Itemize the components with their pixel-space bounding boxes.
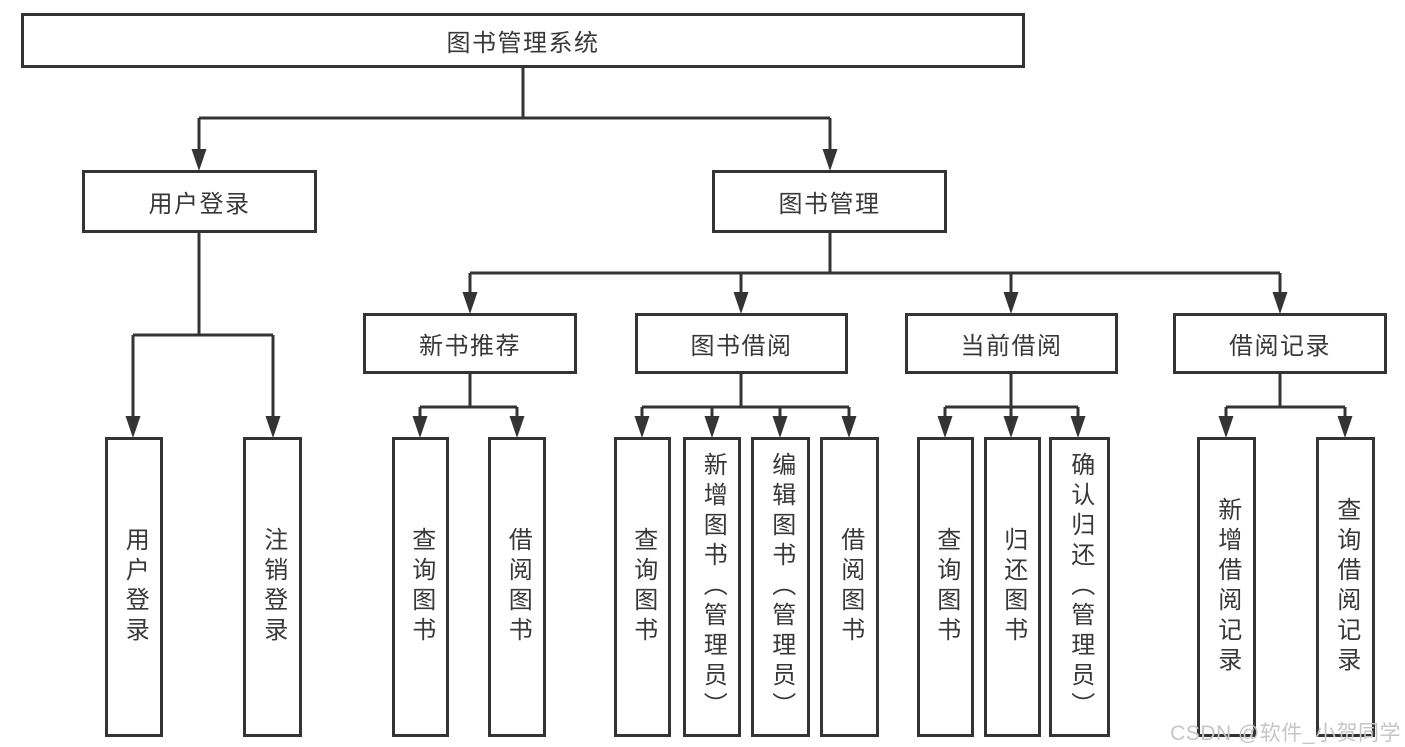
node-library-management-system: 图书管理系统 bbox=[21, 13, 1025, 68]
node-label: 用户登录 bbox=[148, 191, 251, 218]
leaf-query-books: 查询图书 bbox=[392, 437, 449, 737]
arrow-icon bbox=[1003, 292, 1019, 314]
arrow-icon bbox=[1218, 416, 1234, 438]
arrow-icon bbox=[1070, 416, 1086, 438]
node-borrowing-records: 借阅记录 bbox=[1173, 313, 1387, 374]
connector-borrowing-records-children bbox=[1224, 374, 1347, 417]
node-label: 确认归还（管理员） bbox=[1066, 452, 1094, 722]
leaf-return-books: 归还图书 bbox=[984, 437, 1041, 737]
arrow-icon bbox=[509, 416, 525, 438]
arrow-icon bbox=[125, 416, 141, 438]
arrow-icon bbox=[634, 416, 650, 438]
node-label: 当前借阅 bbox=[960, 333, 1063, 360]
node-label: 图书借阅 bbox=[690, 333, 793, 360]
arrow-icon bbox=[772, 416, 788, 438]
leaf-logout: 注销登录 bbox=[243, 437, 302, 737]
arrow-icon bbox=[412, 416, 428, 438]
node-label: 查询图书 bbox=[629, 527, 657, 647]
node-label: 借阅图书 bbox=[836, 527, 864, 647]
leaf-query-books: 查询图书 bbox=[614, 437, 671, 737]
connector-root-to-level2 bbox=[197, 68, 832, 150]
node-label: 新书推荐 bbox=[419, 333, 521, 360]
node-book-management: 图书管理 bbox=[712, 170, 947, 233]
csdn-watermark: CSDN @软件_小贺同学 bbox=[1170, 722, 1401, 745]
node-label: 新增图书（管理员） bbox=[699, 452, 727, 722]
node-user-login: 用户登录 bbox=[82, 170, 317, 233]
arrow-icon bbox=[937, 416, 953, 438]
leaf-user-login: 用户登录 bbox=[105, 437, 163, 737]
leaf-edit-books-admin: 编辑图书（管理员） bbox=[751, 437, 810, 737]
arrow-icon bbox=[191, 149, 207, 171]
leaf-borrow-books: 借阅图书 bbox=[820, 437, 879, 737]
arrow-icon bbox=[841, 416, 857, 438]
connector-new-book-children bbox=[418, 374, 519, 417]
node-label: 查询借阅记录 bbox=[1332, 497, 1360, 677]
arrow-icon bbox=[704, 416, 720, 438]
connector-user-login-children bbox=[131, 233, 275, 417]
arrow-icon bbox=[1272, 292, 1288, 314]
arrowheads bbox=[125, 149, 1353, 438]
arrow-icon bbox=[462, 292, 478, 314]
arrow-icon bbox=[265, 416, 281, 438]
node-label: 归还图书 bbox=[999, 527, 1027, 647]
node-label: 图书管理 bbox=[778, 191, 881, 218]
connector-book-borrowing-children bbox=[640, 374, 851, 417]
arrow-icon bbox=[1003, 416, 1019, 438]
node-label: 借阅图书 bbox=[504, 527, 532, 647]
node-label: 编辑图书（管理员） bbox=[767, 452, 795, 722]
node-label: 用户登录 bbox=[121, 527, 149, 647]
leaf-confirm-return-admin: 确认归还（管理员） bbox=[1049, 437, 1110, 737]
arrow-icon bbox=[822, 149, 838, 171]
leaf-add-borrow-record: 新增借阅记录 bbox=[1197, 437, 1256, 737]
connector-book-management-children bbox=[468, 233, 1282, 293]
leaf-add-books-admin: 新增图书（管理员） bbox=[683, 437, 741, 737]
node-label: 借阅记录 bbox=[1229, 333, 1331, 360]
node-label: 注销登录 bbox=[259, 527, 287, 647]
connector-current-borrowing-children bbox=[943, 374, 1080, 417]
leaf-borrow-books: 借阅图书 bbox=[488, 437, 546, 737]
node-new-book-recommendation: 新书推荐 bbox=[363, 313, 577, 374]
arrow-icon bbox=[733, 292, 749, 314]
node-book-borrowing: 图书借阅 bbox=[635, 313, 848, 374]
arrow-icon bbox=[1337, 416, 1353, 438]
node-label: 新增借阅记录 bbox=[1213, 497, 1241, 677]
leaf-query-borrow-record: 查询借阅记录 bbox=[1316, 437, 1375, 737]
leaf-query-books: 查询图书 bbox=[917, 437, 974, 737]
node-current-borrowing: 当前借阅 bbox=[905, 313, 1118, 374]
node-label: 图书管理系统 bbox=[446, 30, 600, 57]
node-label: 查询图书 bbox=[932, 527, 960, 647]
node-label: 查询图书 bbox=[407, 527, 435, 647]
